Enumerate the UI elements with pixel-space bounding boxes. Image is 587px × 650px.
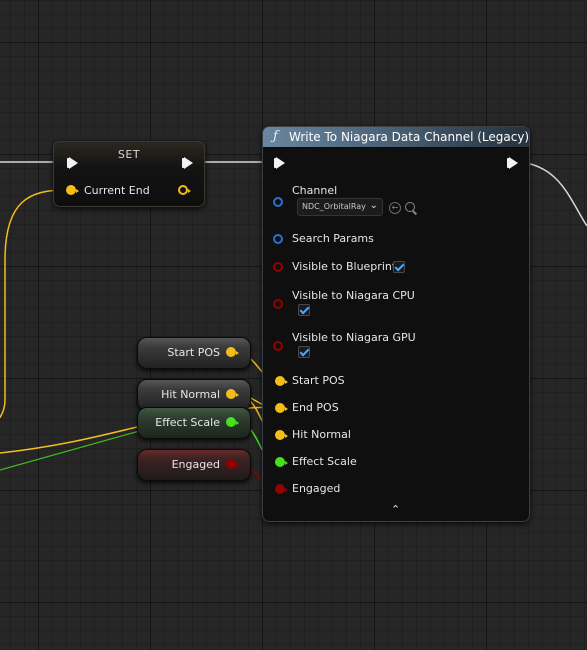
collapse-advanced-icon[interactable]: ⌃ bbox=[391, 503, 401, 516]
visible-gpu-checkbox[interactable] bbox=[298, 346, 310, 358]
search-icon[interactable] bbox=[405, 202, 415, 212]
visible-gpu-label: Visible to Niagara GPU bbox=[292, 331, 416, 344]
var-output-pin[interactable] bbox=[226, 417, 239, 427]
visible-cpu-pin[interactable] bbox=[273, 299, 283, 309]
chevron-down-icon: ⌄ bbox=[369, 200, 378, 211]
function-icon: ƒ bbox=[273, 129, 278, 144]
wire-external-green bbox=[0, 427, 151, 471]
node-title: Write To Niagara Data Channel (Legacy) bbox=[289, 130, 530, 144]
var-output-pin[interactable] bbox=[226, 347, 239, 357]
exec-in-pin[interactable] bbox=[67, 157, 78, 169]
channel-label: Channel bbox=[292, 184, 338, 197]
var-label: Effect Scale bbox=[155, 416, 220, 429]
end-pos-label: End POS bbox=[292, 401, 339, 414]
end-pos-pin[interactable] bbox=[275, 403, 288, 413]
channel-pin[interactable] bbox=[273, 197, 283, 207]
visible-gpu-pin[interactable] bbox=[273, 341, 283, 351]
exec-in-pin[interactable] bbox=[274, 157, 285, 169]
channel-value: NDC_OrbitalRay bbox=[302, 202, 366, 211]
engaged-label: Engaged bbox=[292, 482, 341, 495]
visible-blueprint-checkbox[interactable] bbox=[393, 261, 405, 273]
exec-out-pin[interactable] bbox=[182, 157, 193, 169]
var-output-pin[interactable] bbox=[226, 459, 239, 469]
start-pos-label: Start POS bbox=[292, 374, 345, 387]
engaged-pin[interactable] bbox=[275, 484, 288, 494]
start-pos-pin[interactable] bbox=[275, 376, 288, 386]
node-header: ƒ Write To Niagara Data Channel (Legacy) bbox=[263, 127, 529, 148]
current-end-label: Current End bbox=[84, 184, 150, 197]
search-params-label: Search Params bbox=[292, 232, 374, 245]
var-label: Hit Normal bbox=[161, 388, 220, 401]
hit-normal-label: Hit Normal bbox=[292, 428, 351, 441]
search-params-pin[interactable] bbox=[273, 234, 283, 244]
effect-scale-label: Effect Scale bbox=[292, 455, 357, 468]
channel-dropdown[interactable]: NDC_OrbitalRay ⌄ bbox=[297, 198, 383, 216]
var-node-effect-scale[interactable]: Effect Scale bbox=[137, 407, 251, 439]
use-selected-icon[interactable]: ← bbox=[389, 202, 401, 214]
vector-wire-current-end bbox=[0, 189, 67, 419]
visible-blueprint-label: Visible to Blueprint bbox=[292, 260, 397, 273]
current-end-input-pin[interactable] bbox=[66, 185, 79, 195]
exec-out-pin[interactable] bbox=[507, 157, 518, 169]
effect-scale-pin[interactable] bbox=[275, 457, 288, 467]
var-label: Engaged bbox=[171, 458, 220, 471]
visible-cpu-checkbox[interactable] bbox=[298, 304, 310, 316]
write-niagara-data-channel-node[interactable]: ƒ Write To Niagara Data Channel (Legacy)… bbox=[262, 126, 530, 522]
current-end-output-pin[interactable] bbox=[178, 185, 191, 195]
var-node-start-pos[interactable]: Start POS bbox=[137, 337, 251, 369]
var-output-pin[interactable] bbox=[226, 389, 239, 399]
var-node-engaged[interactable]: Engaged bbox=[137, 449, 251, 481]
visible-cpu-label: Visible to Niagara CPU bbox=[292, 289, 415, 302]
set-node-title: SET bbox=[117, 148, 141, 161]
hit-normal-pin[interactable] bbox=[275, 430, 288, 440]
visible-blueprint-pin[interactable] bbox=[273, 262, 283, 272]
var-label: Start POS bbox=[167, 346, 220, 359]
set-node[interactable]: SET Current End bbox=[53, 141, 205, 207]
